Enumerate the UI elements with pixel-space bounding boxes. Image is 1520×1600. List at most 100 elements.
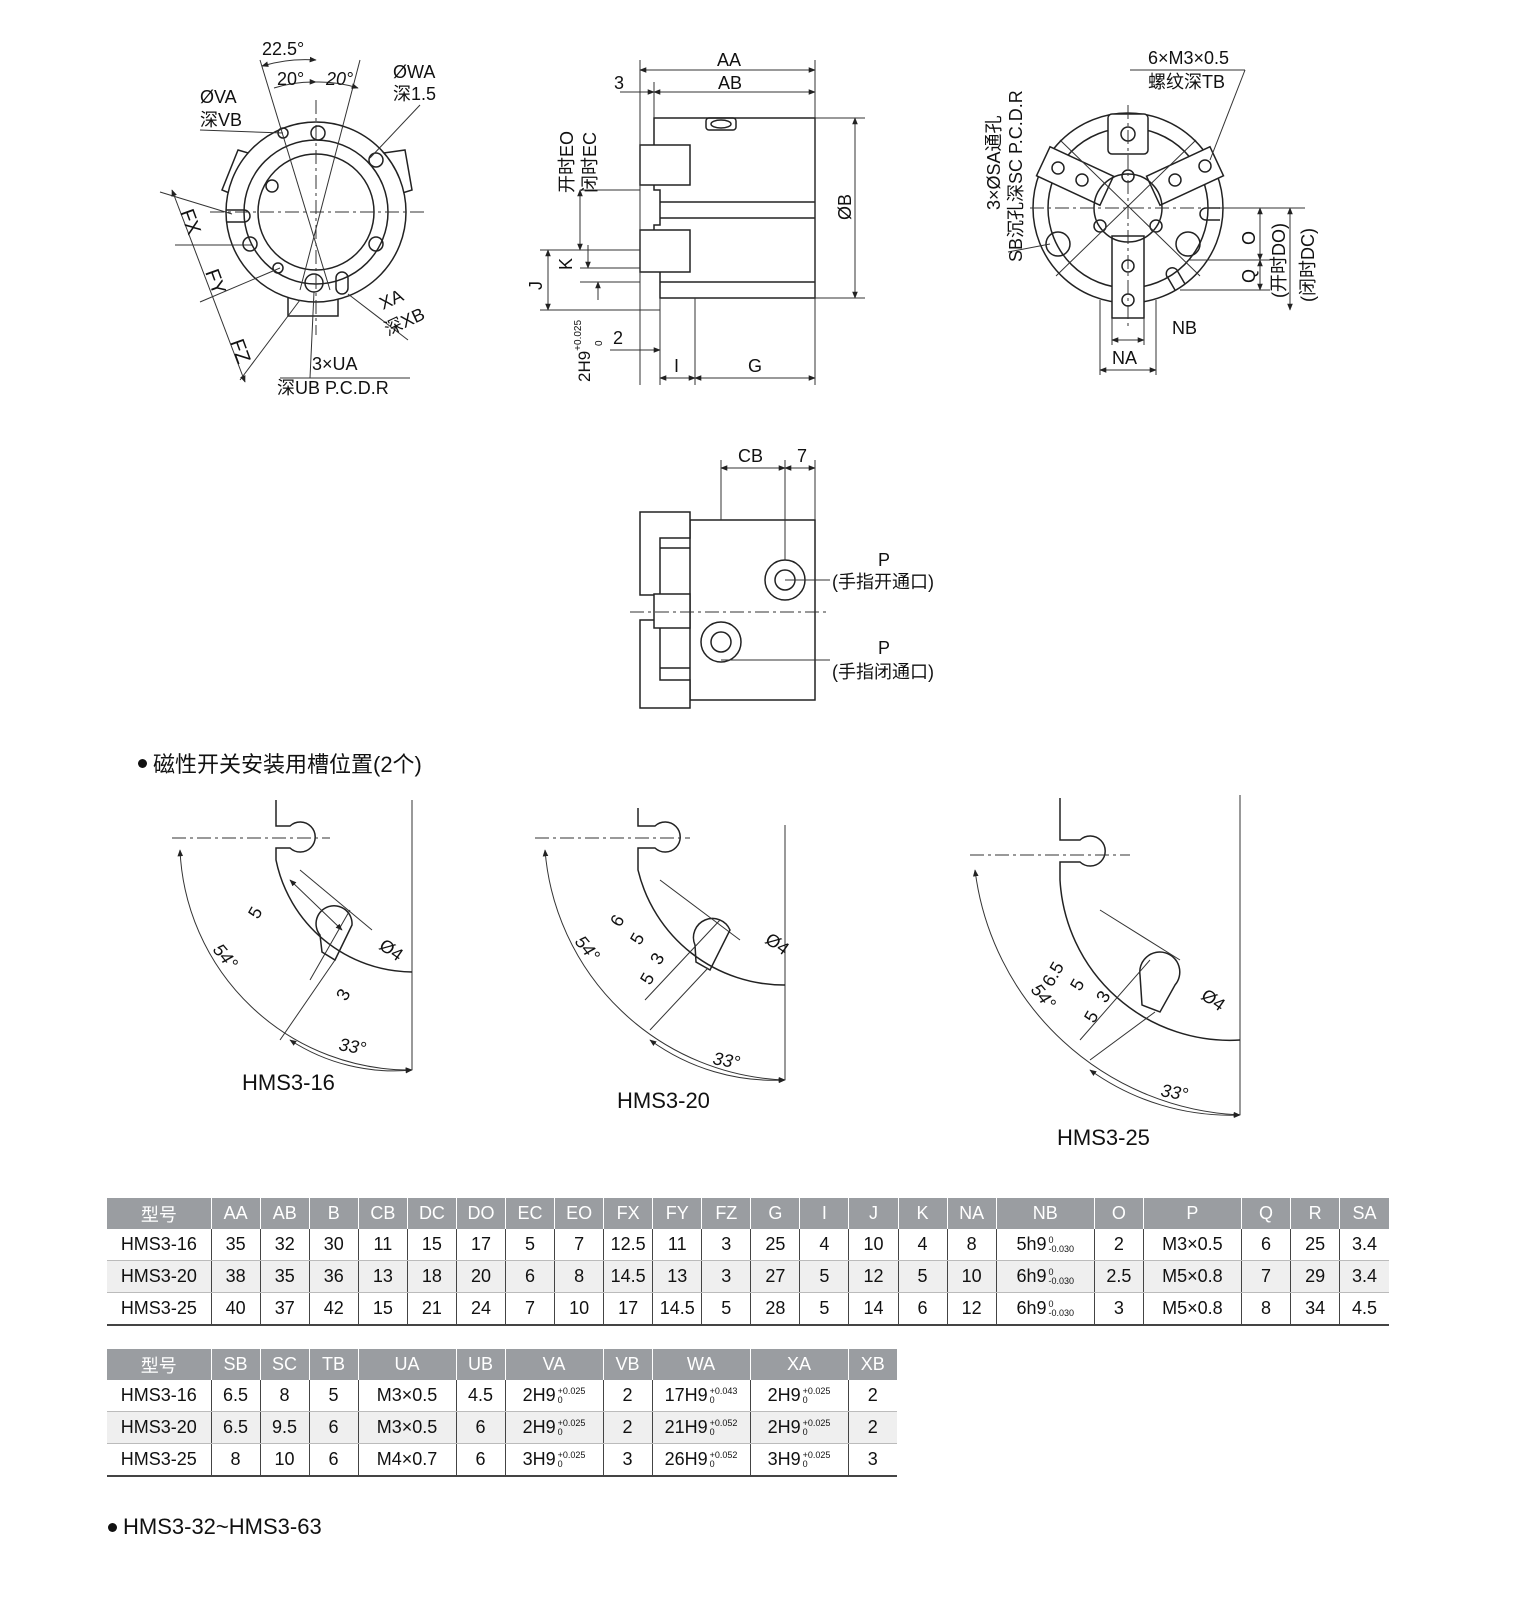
three-label: 3	[614, 73, 624, 93]
angle-outer: 22.5°	[262, 39, 304, 59]
table1-cell-value: 2.5	[1106, 1266, 1132, 1286]
table1-cell-value: 4	[819, 1234, 830, 1254]
table1-cell-value: 34	[1305, 1298, 1326, 1318]
wa-tol-upper: +0.043	[709, 1386, 738, 1397]
table1-cell: 28	[750, 1292, 801, 1326]
table1-cell-value: HMS3-25	[120, 1298, 197, 1318]
table1-cell: 11	[652, 1229, 703, 1261]
table2-cell-value: 26H9	[664, 1449, 708, 1469]
table2-cell: 6	[456, 1411, 506, 1444]
table2-cell: 8	[260, 1380, 310, 1412]
table1-cell-value: 3	[721, 1266, 732, 1286]
table1-cell: 17	[603, 1292, 654, 1326]
table1-cell-value: 3	[721, 1234, 732, 1254]
table2-header-8: WA	[652, 1349, 751, 1380]
hms16-dim-5: 5	[244, 903, 266, 922]
sa-line2: SB沉孔深SC P.C.D.R	[1006, 90, 1026, 262]
h9-tol-lower: 0	[594, 340, 605, 346]
slot-section-title: 磁性开关安装用槽位置(2个)	[138, 747, 422, 779]
xa-tol-upper: +0.025	[802, 1418, 831, 1429]
table1-cell: 38	[211, 1260, 261, 1293]
table1-cell: 13	[358, 1260, 408, 1293]
bullet-icon	[138, 758, 147, 768]
table1-cell-value: HMS3-20	[120, 1266, 197, 1286]
table2-cell-value: M4×0.7	[376, 1449, 438, 1469]
table1-cell: 25	[750, 1229, 801, 1261]
g-label: G	[748, 356, 762, 376]
table1-cell-value: 35	[225, 1234, 246, 1254]
hms20-dia: Ø4	[762, 929, 793, 959]
xa-tol-upper: +0.025	[802, 1450, 831, 1461]
va-tol-lower: 0	[557, 1427, 563, 1438]
table1-cell: 10	[848, 1229, 899, 1261]
table1-cell: 14.5	[652, 1292, 703, 1326]
footer-title-text: HMS3-32~HMS3-63	[123, 1514, 322, 1539]
table2-cell: HMS3-20	[107, 1411, 212, 1444]
table1-cell-value: 25	[765, 1234, 786, 1254]
table2-cell-value: 21H9	[664, 1417, 708, 1437]
nb-tol-upper: 0	[1048, 1267, 1054, 1278]
finger-top	[639, 144, 691, 186]
table1-cell-value: 7	[1261, 1266, 1272, 1286]
table1-cell: 7	[1241, 1260, 1292, 1293]
table1-cell: 14.5	[603, 1260, 654, 1293]
table1-header-15: K	[898, 1198, 948, 1229]
table1-header-20: Q	[1241, 1198, 1292, 1229]
table2-cell-value: M3×0.5	[376, 1385, 438, 1405]
table2-cell-value: 9.5	[271, 1417, 298, 1437]
table1-header-1: AA	[211, 1198, 261, 1229]
table2-header-4: UA	[358, 1349, 457, 1380]
dc-label: (闭时DC)	[1298, 228, 1318, 302]
table1-cell-value: 35	[274, 1266, 295, 1286]
hms16-angle-inner: 33°	[337, 1034, 367, 1058]
table2-cell-value: HMS3-16	[120, 1385, 197, 1405]
table1-cell-value: 5	[819, 1266, 830, 1286]
table1-header-18: O	[1094, 1198, 1144, 1229]
na-label: NA	[1112, 348, 1137, 368]
table1-cell-value: 12.5	[610, 1234, 646, 1254]
table1-cell: 15	[358, 1292, 408, 1326]
p-open-label: P	[878, 550, 890, 570]
hms16-dim-3: 3	[332, 985, 354, 1004]
table1-cell: 34	[1290, 1292, 1341, 1326]
table1-cell-value: 4.5	[1352, 1298, 1378, 1318]
table1-cell: 8	[1241, 1292, 1292, 1326]
table1-cell-value: 36	[323, 1266, 344, 1286]
eo-label: 开时EO	[557, 131, 577, 193]
finger-middle	[639, 229, 691, 273]
wa-tol-upper: +0.052	[709, 1450, 738, 1461]
table1-cell: 4.5	[1339, 1292, 1389, 1326]
table1-cell: HMS3-20	[107, 1260, 212, 1293]
slot-diagram-hms3-25: 54° 33° 6.5 5 3 5 Ø4 HMS3-25	[970, 795, 1241, 1150]
table1-cell: 7	[554, 1229, 605, 1261]
table1-cell-value: M5×0.8	[1162, 1298, 1223, 1318]
table1-cell: 25	[1290, 1229, 1341, 1261]
table1-cell: 5	[799, 1292, 850, 1326]
table1-header-6: DO	[456, 1198, 507, 1229]
table1-header-14: J	[848, 1198, 899, 1229]
table2-cell-value: 3	[622, 1449, 633, 1469]
hms25-model: HMS3-25	[1057, 1125, 1150, 1150]
table1-cell-value: 18	[421, 1266, 442, 1286]
table1-cell: 29	[1290, 1260, 1341, 1293]
table2-cell-value: 3H9	[767, 1449, 801, 1469]
table2-cell-value: 8	[230, 1449, 241, 1469]
table1-cell-value: 38	[225, 1266, 246, 1286]
q-label: Q	[1239, 269, 1259, 283]
table1-cell: 18	[407, 1260, 457, 1293]
table1-cell-value: M3×0.5	[1162, 1234, 1223, 1254]
table1-cell: 11	[358, 1229, 408, 1261]
table1-cell-value: 27	[765, 1266, 786, 1286]
table1-cell: 42	[309, 1292, 359, 1326]
table1-header-19: P	[1143, 1198, 1243, 1229]
table2-header-0: 型号	[107, 1349, 212, 1380]
table2-cell: 6	[309, 1411, 359, 1444]
nb-label: NB	[1172, 318, 1197, 338]
table2-header-6: VA	[505, 1349, 604, 1380]
table1-cell: 20	[456, 1260, 507, 1293]
